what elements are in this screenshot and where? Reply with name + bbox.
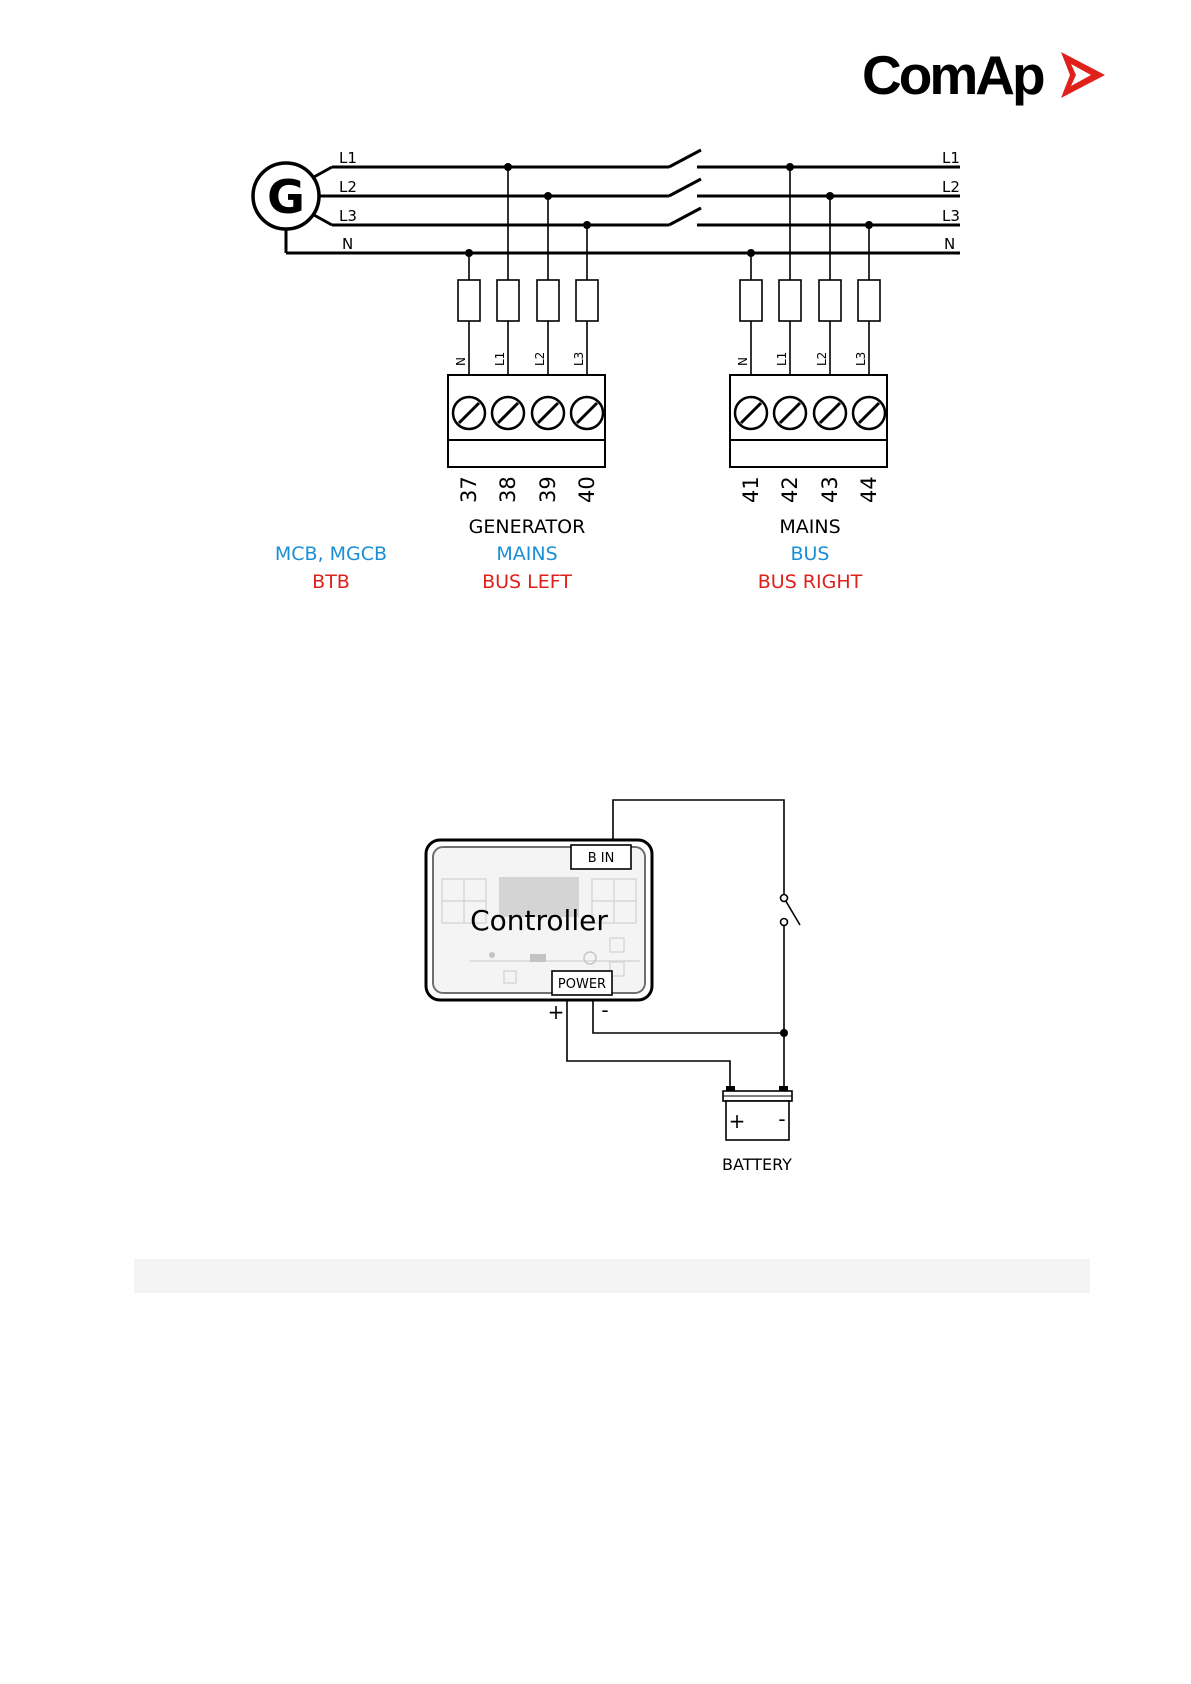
fuse <box>858 280 880 321</box>
left-phase-label: L1 <box>339 149 357 167</box>
terminal-number: 42 <box>778 476 802 503</box>
fuse <box>537 280 559 321</box>
right-terminal-block <box>730 375 887 467</box>
terminal-wire-label: L1 <box>493 352 507 366</box>
terminal-number: 40 <box>575 476 599 503</box>
generator-symbol: G <box>253 163 332 253</box>
caption-row-red: BTB <box>312 571 350 593</box>
binary-input-diagram: Controller B IN POWER + - + - BATTERY <box>426 800 800 1174</box>
left-busbars <box>286 167 960 253</box>
right-phase-labels: L1 L2 L3 N <box>942 149 960 253</box>
controller: Controller B IN POWER <box>426 840 652 1000</box>
terminal-number: 43 <box>818 476 842 503</box>
diagram1-captions: MCB, MGCB BTB GENERATOR MAINS BUS LEFT M… <box>275 516 863 593</box>
fuses <box>458 280 880 321</box>
terminal-number: 37 <box>457 476 481 503</box>
battery-label: BATTERY <box>722 1155 792 1174</box>
caption-left-red: BUS LEFT <box>482 571 572 593</box>
note-bar <box>134 1259 1090 1293</box>
left-phase-label: N <box>342 235 353 253</box>
controller-label: Controller <box>470 904 608 937</box>
caption-right-blue: BUS <box>790 543 829 565</box>
right-phase-label: L3 <box>942 207 960 225</box>
terminal-wire-label: L3 <box>572 352 586 366</box>
terminal-number: 44 <box>857 476 881 503</box>
left-terminal-numbers: 37 38 39 40 <box>457 476 599 503</box>
fuse <box>779 280 801 321</box>
power-minus-sign: - <box>601 998 608 1022</box>
switch-contact <box>781 919 788 926</box>
left-phase-label: L3 <box>339 207 357 225</box>
left-terminal-block <box>448 375 605 467</box>
battery-icon: + - <box>723 1086 792 1140</box>
breaker-contacts <box>669 150 701 225</box>
left-phase-label: L2 <box>339 178 357 196</box>
terminal-wire-label: N <box>454 357 468 366</box>
fuse <box>497 280 519 321</box>
right-terminal-labels: N L1 L2 L3 <box>736 352 868 366</box>
terminal-wire-label: N <box>736 357 750 366</box>
generator-letter: G <box>267 170 305 224</box>
terminal-wire-label: L1 <box>775 352 789 366</box>
right-terminal-numbers: 41 42 43 44 <box>739 476 881 503</box>
terminal-number: 41 <box>739 476 763 503</box>
power-label: POWER <box>558 977 606 992</box>
left-terminal-labels: N L1 L2 L3 <box>454 352 586 366</box>
terminal-wire-label: L3 <box>854 352 868 366</box>
right-phase-label: N <box>944 235 955 253</box>
terminal-number: 38 <box>496 476 520 503</box>
terminal-wire-label: L2 <box>815 352 829 366</box>
fuse <box>576 280 598 321</box>
right-phase-label: L1 <box>942 149 960 167</box>
bin-label: B IN <box>588 851 615 866</box>
fuse <box>458 280 480 321</box>
battery-plus-sign: + <box>729 1109 746 1133</box>
terminal-number: 39 <box>536 476 560 503</box>
voltage-measurement-diagram: G L1 L2 L3 N <box>253 149 960 593</box>
caption-left-black: GENERATOR <box>469 516 586 538</box>
power-plus-sign: + <box>548 1000 565 1024</box>
caption-right-black: MAINS <box>779 516 840 538</box>
fuse <box>819 280 841 321</box>
caption-right-red: BUS RIGHT <box>758 571 863 593</box>
wire-junction <box>780 1029 788 1037</box>
terminal-wire-label: L2 <box>533 352 547 366</box>
caption-row-blue: MCB, MGCB <box>275 543 387 565</box>
left-phase-labels: L1 L2 L3 N <box>339 149 357 253</box>
switch-contact <box>781 895 788 902</box>
battery-minus-sign: - <box>778 1107 785 1131</box>
right-phase-label: L2 <box>942 178 960 196</box>
caption-left-blue: MAINS <box>496 543 557 565</box>
fuse <box>740 280 762 321</box>
